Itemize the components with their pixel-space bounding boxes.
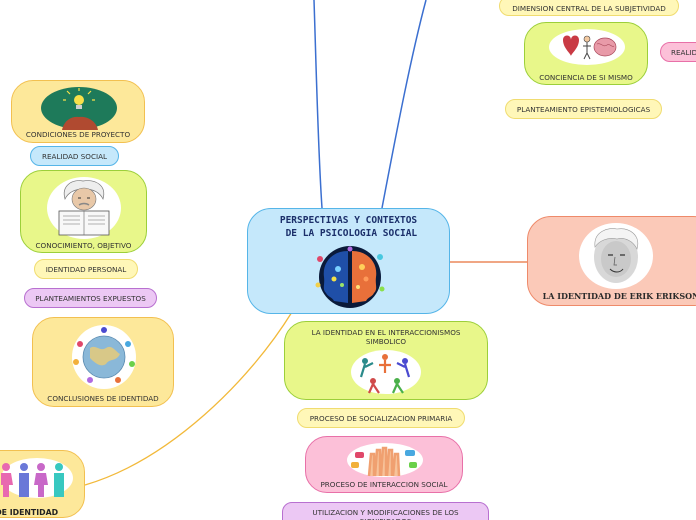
node-planteamientos-expuestos-label: PLANTEAMIENTOS EXPUESTOS xyxy=(35,293,146,303)
einstein-newspaper-icon xyxy=(47,177,121,239)
node-interaccionismo[interactable]: LA IDENTIDAD EN EL INTERACCIONISMOS SIMB… xyxy=(284,321,488,400)
node-tipos-identidad-label: S DE IDENTIDAD xyxy=(0,508,59,517)
node-utilizacion-label: UTILIZACION Y MODIFICACIONES DE LOS SIGN… xyxy=(312,508,459,520)
node-interaccion-social[interactable]: PROCESO DE INTERACCION SOCIAL xyxy=(305,436,463,493)
node-tipos-identidad-partial[interactable]: S DE IDENTIDAD xyxy=(0,450,85,518)
people-figures-icon xyxy=(1,458,73,498)
node-dimension-central[interactable]: DIMENSION CENTRAL DE LA SUBJETIVIDAD xyxy=(499,0,679,16)
node-interaccion-social-label: PROCESO DE INTERACCION SOCIAL xyxy=(320,480,448,489)
node-planteamiento-epistemologicas[interactable]: PLANTEAMIENTO EPISTEMIOLOGICAS xyxy=(505,99,662,119)
node-erik-erikson-label: LA IDENTIDAD DE ERIK ERIKSON xyxy=(542,291,696,301)
node-conclusiones-label: CONCLUSIONES DE IDENTIDAD xyxy=(47,394,159,403)
node-socializacion-label: PROCESO DE SOCIALIZACION PRIMARIA xyxy=(309,413,453,423)
brain-head-icon xyxy=(315,246,385,308)
central-topic[interactable]: PERSPECTIVAS Y CONTEXTOS DE LA PSICOLOGI… xyxy=(247,208,450,314)
node-erik-erikson[interactable]: LA IDENTIDAD DE ERIK ERIKSON xyxy=(527,216,696,306)
node-condiciones[interactable]: CONDICIONES DE PROYECTO xyxy=(11,80,145,143)
node-planteamiento-epistemologicas-label: PLANTEAMIENTO EPISTEMIOLOGICAS xyxy=(516,104,651,114)
node-realid-partial[interactable]: REALID xyxy=(660,42,696,62)
connector-central-top-right xyxy=(381,0,427,209)
erik-erikson-portrait xyxy=(579,223,653,289)
node-condiciones-label: CONDICIONES DE PROYECTO xyxy=(25,130,131,139)
node-realidad-social-label: REALIDAD SOCIAL xyxy=(42,151,107,161)
node-identidad-personal[interactable]: IDENTIDAD PERSONAL xyxy=(34,259,138,279)
globe-people-icon xyxy=(72,325,136,389)
node-realidad-social[interactable]: REALIDAD SOCIAL xyxy=(30,146,119,166)
hands-bubbles-icon xyxy=(347,443,423,477)
node-dimension-central-label: DIMENSION CENTRAL DE LA SUBJETIVIDAD xyxy=(512,3,666,13)
connector-central-top-left xyxy=(313,0,323,209)
node-utilizacion[interactable]: UTILIZACION Y MODIFICACIONES DE LOS SIGN… xyxy=(282,502,489,520)
connector-central-bottom-left xyxy=(84,311,293,486)
lightbulb-hand-icon xyxy=(41,87,117,130)
people-circle-icon xyxy=(351,350,421,394)
central-topic-title: PERSPECTIVAS Y CONTEXTOS DE LA PSICOLOGI… xyxy=(279,215,418,239)
node-interaccionismo-label: LA IDENTIDAD EN EL INTERACCIONISMOS SIMB… xyxy=(311,328,461,346)
node-conocimiento-label: CONOCIMIENTO, OBJETIVO xyxy=(35,241,132,250)
heart-brain-icon xyxy=(549,29,625,65)
node-conciencia[interactable]: CONCIENCIA DE SI MISMO xyxy=(524,22,648,85)
node-conciencia-label: CONCIENCIA DE SI MISMO xyxy=(539,73,633,82)
node-planteamientos-expuestos[interactable]: PLANTEAMIENTOS EXPUESTOS xyxy=(24,288,157,308)
node-conclusiones[interactable]: CONCLUSIONES DE IDENTIDAD xyxy=(32,317,174,407)
node-identidad-personal-label: IDENTIDAD PERSONAL xyxy=(45,264,127,274)
node-realid-partial-label: REALID xyxy=(671,47,696,57)
node-conocimiento[interactable]: CONOCIMIENTO, OBJETIVO xyxy=(20,170,147,253)
node-socializacion[interactable]: PROCESO DE SOCIALIZACION PRIMARIA xyxy=(297,408,465,428)
